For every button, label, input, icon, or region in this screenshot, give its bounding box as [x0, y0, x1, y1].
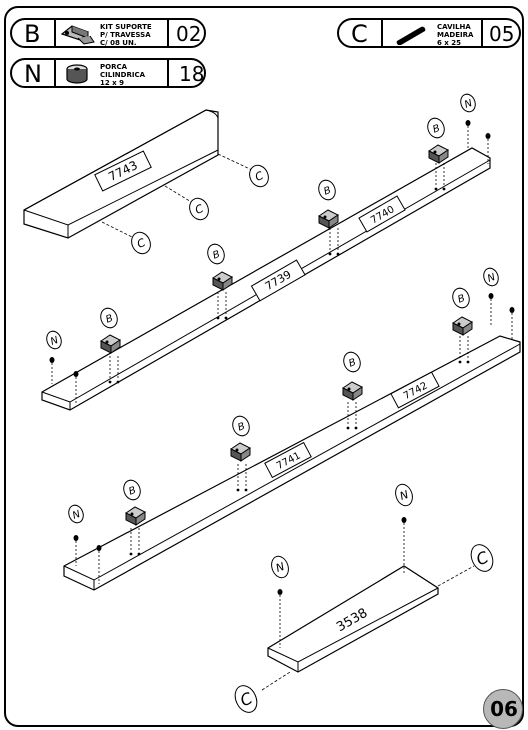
callout-n: N [460, 93, 476, 113]
short-rail: 3538 [261, 517, 475, 691]
part-quantity: 18 [179, 62, 205, 86]
part-letter: N [24, 60, 42, 88]
part-quantity: 02 [176, 22, 202, 46]
callout-letter: N [49, 335, 60, 348]
callout-letter: B [322, 185, 332, 198]
part-desc-line1: CAVILHA [437, 23, 471, 31]
part-quantity: 05 [489, 22, 515, 46]
callout-n: N [271, 555, 289, 579]
part-desc-line3: 6 x 25 [437, 39, 462, 47]
callout-letter: B [431, 123, 441, 136]
part-desc-line1: KIT SUPORTE [100, 23, 152, 31]
callout-c: C [470, 544, 494, 572]
callout-c: C [249, 164, 269, 188]
callout-b: B [123, 479, 141, 501]
callout-b: B [427, 117, 445, 139]
callout-c: C [234, 685, 258, 713]
callout-b: B [100, 307, 118, 329]
callout-c: C [189, 197, 209, 221]
callout-letter: B [456, 293, 466, 306]
callout-b: B [232, 415, 250, 437]
callout-b: B [343, 351, 361, 373]
page-number-badge: 06 [483, 689, 523, 729]
callout-n: N [68, 504, 84, 524]
top-panel: 7743 [23, 109, 253, 239]
callout-c: C [131, 231, 151, 255]
lower-rail: 7741 7742 [63, 293, 521, 591]
divider [481, 20, 483, 46]
divider [381, 20, 383, 46]
callout-letter: B [236, 421, 246, 434]
part-desc-line1: PORCA [100, 63, 128, 71]
cylinder-nut-icon [66, 64, 88, 84]
part-legend-c: C CAVILHA MADEIRA 6 x 25 05 [337, 18, 521, 48]
callout-n: N [483, 267, 499, 287]
part-desc-line2: P/ TRAVESSA [100, 31, 151, 39]
part-desc-line3: C/ 08 UN. [100, 39, 137, 47]
part-desc-line2: MADEIRA [437, 31, 474, 39]
bracket-kit-icon [60, 25, 95, 45]
part-letter: C [351, 20, 368, 48]
part-desc-line3: 12 x 9 [100, 79, 125, 87]
callout-n: N [46, 330, 62, 350]
upper-rail: 7739 7740 [41, 120, 491, 411]
page-number: 06 [490, 697, 518, 721]
part-legend-n: N PORCA CILINDRICA 12 x 9 18 [10, 58, 206, 88]
callout-b: B [207, 243, 225, 265]
divider [54, 60, 56, 86]
callout-letter: N [463, 98, 474, 111]
part-legend-b: B KIT SUPORTE P/ TRAVESSA C/ 08 UN. 02 [10, 18, 206, 48]
wood-dowel-icon [396, 26, 426, 45]
callout-letter: B [127, 485, 137, 498]
callout-letter: N [71, 509, 82, 522]
divider [167, 20, 169, 46]
part-letter: B [24, 20, 41, 48]
part-desc-line2: CILINDRICA [100, 71, 146, 79]
callout-b: B [452, 287, 470, 309]
callout-letter: N [486, 272, 497, 285]
divider [54, 20, 56, 46]
page-frame [4, 6, 524, 727]
divider [167, 60, 169, 86]
callout-b: B [318, 179, 336, 201]
callout-letter: B [347, 357, 357, 370]
callout-letter: B [104, 313, 114, 326]
callout-letter: B [211, 249, 221, 262]
callout-n: N [395, 483, 413, 507]
